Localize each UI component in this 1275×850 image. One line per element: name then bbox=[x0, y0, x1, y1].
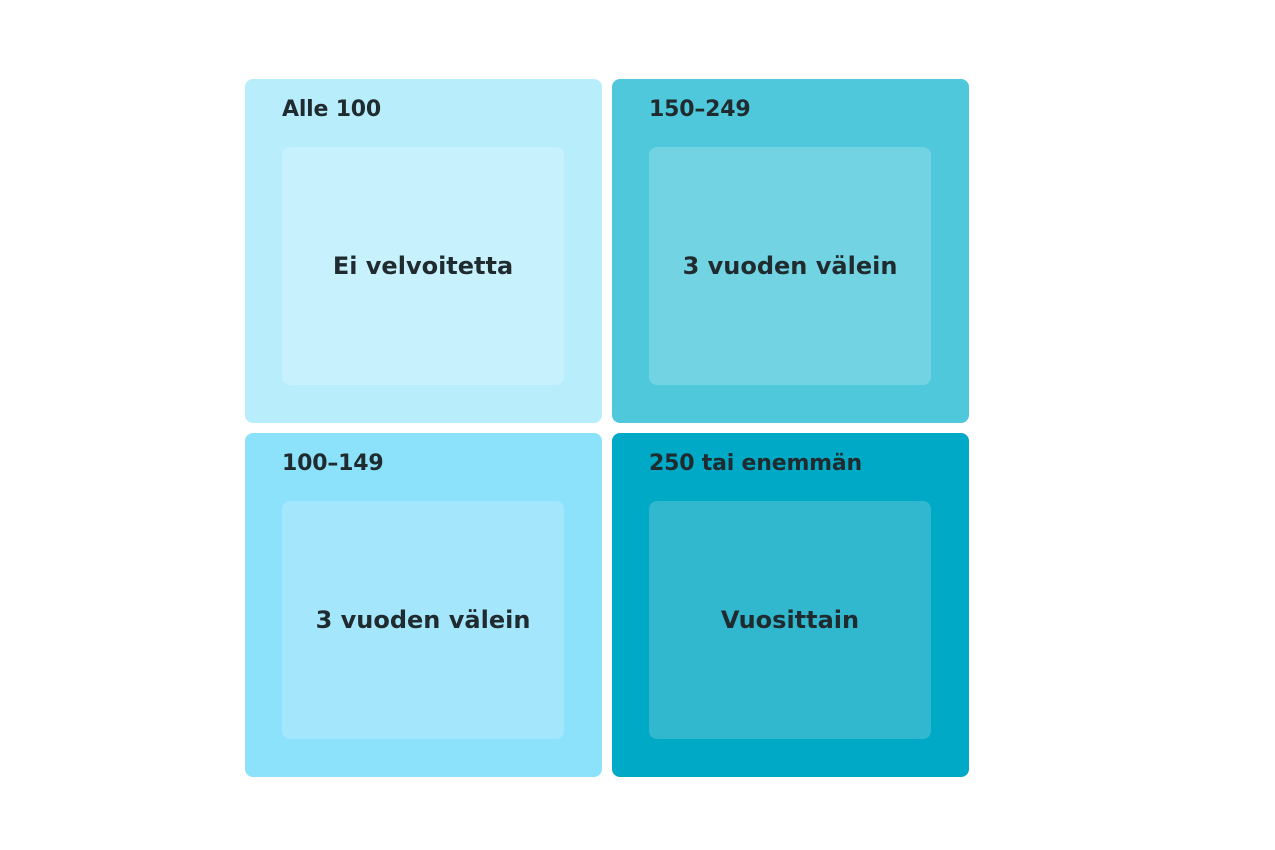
category-content-label: 3 vuoden välein bbox=[315, 606, 531, 634]
category-title: 100–149 bbox=[282, 451, 384, 476]
category-card-150-249: 150–249 3 vuoden välein bbox=[612, 79, 969, 423]
category-content-box: Ei velvoitetta bbox=[282, 147, 564, 385]
category-content-label: Vuosittain bbox=[720, 606, 860, 634]
category-content-label: Ei velvoitetta bbox=[332, 252, 514, 280]
category-card-under-100: Alle 100 Ei velvoitetta bbox=[245, 79, 602, 423]
category-content-label: 3 vuoden välein bbox=[682, 252, 898, 280]
category-title: 250 tai enemmän bbox=[649, 451, 863, 476]
category-content-box: 3 vuoden välein bbox=[649, 147, 931, 385]
category-card-100-149: 100–149 3 vuoden välein bbox=[245, 433, 602, 777]
category-title: Alle 100 bbox=[282, 97, 382, 122]
category-content-box: Vuosittain bbox=[649, 501, 931, 739]
category-title: 150–249 bbox=[649, 97, 751, 122]
category-content-box: 3 vuoden välein bbox=[282, 501, 564, 739]
category-card-250-or-more: 250 tai enemmän Vuosittain bbox=[612, 433, 969, 777]
